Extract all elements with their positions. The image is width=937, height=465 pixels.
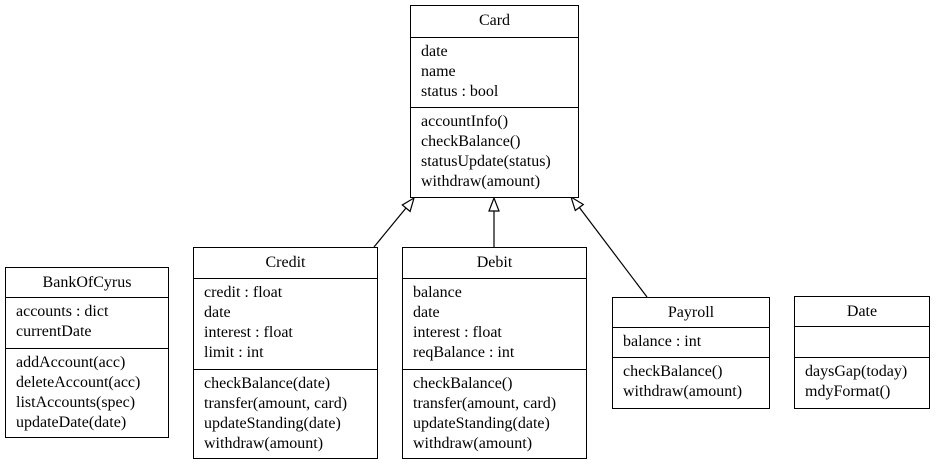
attribute: limit : int [204,344,264,361]
attribute: date [413,304,440,321]
method: addAccount(acc) [16,354,126,371]
class-name: Debit [403,248,586,279]
method: transfer(amount, card) [204,395,348,412]
attribute: accounts : dict [16,303,109,320]
class-credit: Credit credit : float date interest : fl… [193,247,378,459]
attribute: interest : float [413,324,502,341]
method: withdraw(amount) [421,173,541,190]
methods-section: daysGap(today) mdyFormat() [795,358,929,402]
class-name: BankOfCyrus [6,268,168,298]
method: withdraw(amount) [413,435,533,452]
method: listAccounts(spec) [16,394,136,411]
attributes-section: balance date interest : float reqBalance… [403,279,586,370]
class-debit: Debit balance date interest : float reqB… [402,247,587,459]
method: checkBalance() [623,363,723,380]
method: checkBalance() [421,133,521,150]
class-name: Payroll [613,298,769,328]
attribute: currentDate [16,323,92,340]
edge-credit-to-card [373,207,407,248]
method: statusUpdate(status) [421,153,551,170]
methods-section: accountInfo() checkBalance() statusUpdat… [411,108,578,192]
method: withdraw(amount) [204,435,324,452]
method: deleteAccount(acc) [16,374,141,391]
class-payroll: Payroll balance : int checkBalance() wit… [612,297,770,409]
class-date: Date daysGap(today) mdyFormat() [794,296,930,409]
class-name: Date [795,297,929,327]
attribute: balance [413,284,462,301]
attribute: name [421,63,456,80]
attribute: status : bool [421,83,499,100]
attribute: balance : int [623,333,702,350]
method: withdraw(amount) [623,383,743,400]
method: daysGap(today) [805,363,908,380]
methods-section: checkBalance(date) transfer(amount, card… [194,370,377,454]
method: accountInfo() [421,113,509,130]
class-name: Credit [194,248,377,279]
method: checkBalance() [413,375,513,392]
methods-section: checkBalance() transfer(amount, card) up… [403,370,586,454]
attributes-section: date name status : bool [411,38,578,108]
attribute: reqBalance : int [413,344,515,361]
method: updateDate(date) [16,414,127,431]
methods-section: checkBalance() withdraw(amount) [613,358,769,402]
method: updateStanding(date) [413,415,550,432]
method: mdyFormat() [805,383,891,400]
arrowhead-payroll-to-card [569,195,585,212]
class-card: Card date name status : bool accountInfo… [410,5,579,198]
arrowhead-debit-to-card [488,196,500,212]
attributes-section [795,327,929,358]
attribute: date [204,304,231,321]
attribute: interest : float [204,324,293,341]
attributes-section: credit : float date interest : float lim… [194,279,377,370]
class-name: Card [411,6,578,38]
attributes-section: accounts : dict currentDate [6,298,168,349]
attributes-section: balance : int [613,328,769,358]
method: updateStanding(date) [204,415,341,432]
method: checkBalance(date) [204,375,331,392]
methods-section: addAccount(acc) deleteAccount(acc) listA… [6,349,168,433]
attribute: credit : float [204,284,283,301]
method: transfer(amount, card) [413,395,557,412]
arrowhead-credit-to-card [401,196,416,213]
edge-payroll-to-card [578,206,648,298]
class-bankofcyrus: BankOfCyrus accounts : dict currentDate … [5,267,169,438]
attribute: date [421,43,448,60]
